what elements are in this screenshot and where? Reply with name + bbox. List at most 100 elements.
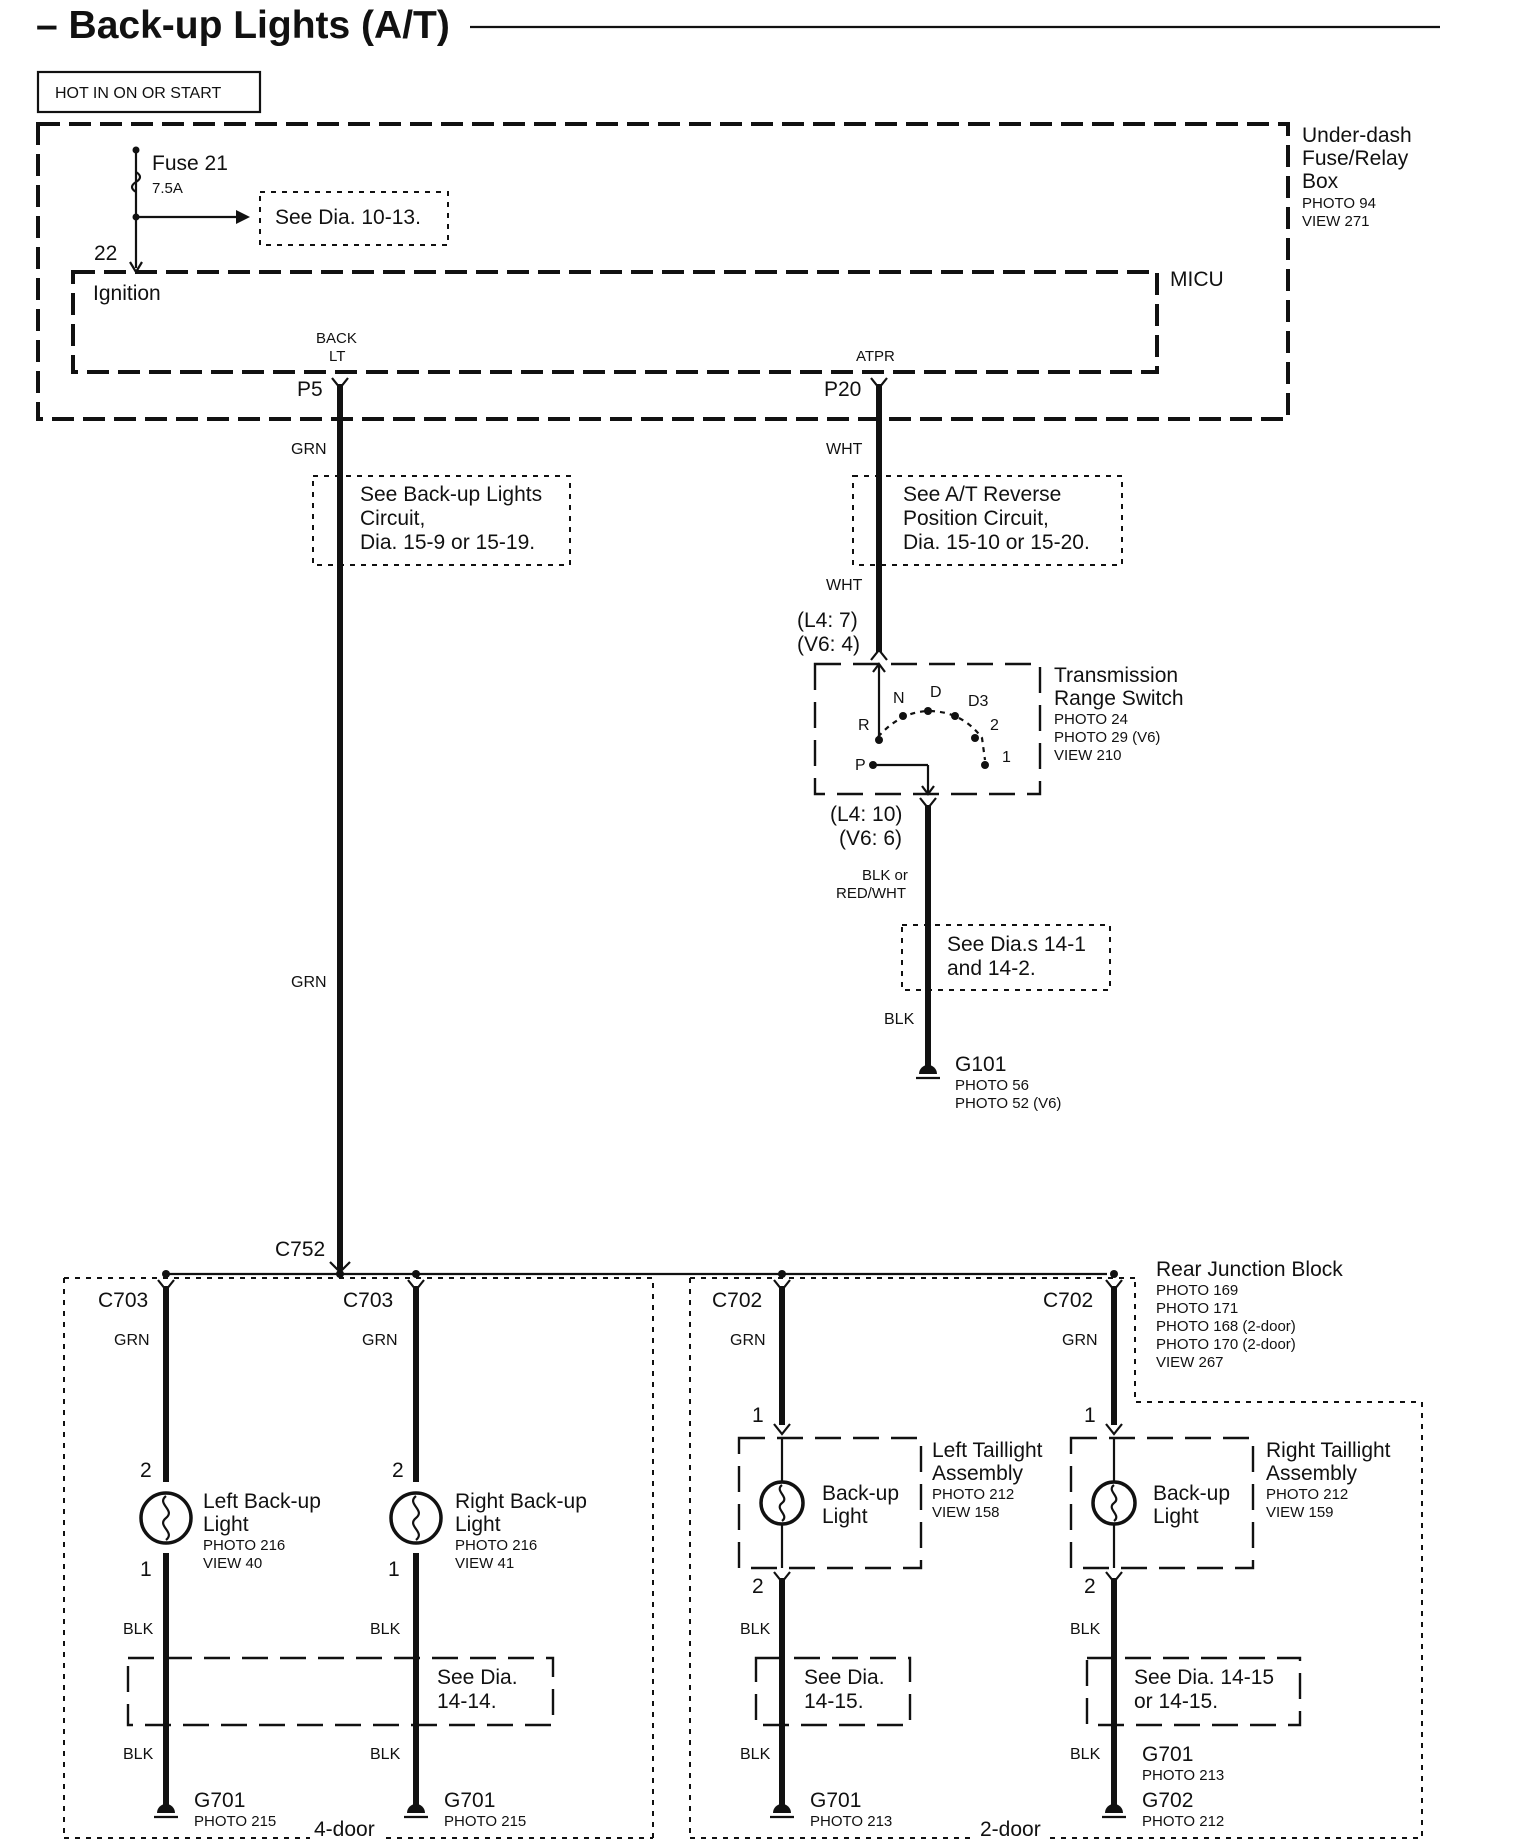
- trs-pin-in-2: (V6: 4): [797, 633, 860, 656]
- see-14-15-1: See Dia.: [804, 1666, 885, 1689]
- fuse-box-name-1: Under-dash: [1302, 124, 1412, 147]
- right-tail-pin-1: 1: [1084, 1404, 1096, 1427]
- trs-pos-2: 2: [990, 717, 999, 734]
- grn-label-right-tail: GRN: [1062, 1332, 1098, 1349]
- right-tail-g701-label: G701: [1142, 1743, 1193, 1766]
- grn-label-mid: GRN: [291, 974, 327, 991]
- right-backup-ref-1: PHOTO 216: [455, 1537, 537, 1554]
- blk-label-left-1: BLK: [123, 1621, 154, 1638]
- four-door-label: 4-door: [314, 1818, 375, 1841]
- grn-label-top: GRN: [291, 441, 327, 458]
- trs-pin-out-2: (V6: 6): [839, 827, 902, 850]
- trs-contact-d: [924, 707, 932, 715]
- c703-right-node: [412, 1270, 420, 1278]
- g101-ref-1: PHOTO 56: [955, 1077, 1029, 1094]
- c703-left-label: C703: [98, 1289, 148, 1312]
- fuse-21: Fuse 21 7.5A See Dia. 10-13. 22: [94, 146, 449, 275]
- g101-label: G101: [955, 1053, 1006, 1076]
- see-10-13-text: See Dia. 10-13.: [275, 206, 421, 229]
- branch-right-taillight: C702 GRN 1 Back-up Light Right Taillight…: [1043, 1270, 1391, 1830]
- left-tail-inner-1: Back-up: [822, 1482, 899, 1505]
- see-reverse-circuit-1: See A/T Reverse: [903, 483, 1061, 506]
- branch-arrow-icon: [236, 210, 250, 224]
- left-taillight-ref-1: PHOTO 212: [932, 1486, 1014, 1503]
- left-tail-ground-ref: PHOTO 213: [810, 1813, 892, 1830]
- see-14-14-1: See Dia.: [437, 1666, 518, 1689]
- right-tail-pin-2: 2: [1084, 1575, 1096, 1598]
- c752-node: [336, 1270, 344, 1278]
- left-pin-2: 2: [140, 1459, 152, 1482]
- p20-label: P20: [824, 378, 861, 401]
- left-tail-ground-label: G701: [810, 1789, 861, 1812]
- atpr-label: ATPR: [856, 348, 895, 365]
- see-dias-14-2: and 14-2.: [947, 957, 1036, 980]
- trs-in-connector-icon: [870, 648, 888, 661]
- left-backup-name-1: Left Back-up: [203, 1490, 321, 1513]
- c702-right-label: C702: [1043, 1289, 1093, 1312]
- c752-label: C752: [275, 1238, 325, 1261]
- c702-right-node: [1110, 1270, 1118, 1278]
- see-backup-circuit-box: [312, 475, 571, 566]
- right-taillight-ref-1: PHOTO 212: [1266, 1486, 1348, 1503]
- g101-ref-2: PHOTO 52 (V6): [955, 1095, 1061, 1112]
- ignition-label: Ignition: [93, 282, 161, 305]
- see-reverse-circuit-3: Dia. 15-10 or 15-20.: [903, 531, 1090, 554]
- left-tail-inner-2: Light: [822, 1505, 868, 1528]
- right-taillight-name-1: Right Taillight: [1266, 1439, 1391, 1462]
- trs-contact-2: [971, 734, 979, 742]
- fuse-relay-box-outline: [36, 122, 1290, 421]
- blk-or-label: BLK or: [862, 867, 908, 884]
- micu-label: MICU: [1170, 268, 1224, 291]
- see-14-15-box: [754, 1656, 912, 1727]
- right-backup-ref-2: VIEW 41: [455, 1555, 514, 1572]
- c702-left-label: C702: [712, 1289, 762, 1312]
- trs-contact-n: [899, 712, 907, 720]
- rear-junction-ref-1: PHOTO 169: [1156, 1282, 1238, 1299]
- branch-right-backup: C703 GRN 2 Right Back-up Light PHOTO 216…: [343, 1270, 587, 1830]
- branch-left-taillight: C702 GRN 1 Back-up Light Left Taillight …: [712, 1270, 1043, 1830]
- right-ground-ref: PHOTO 215: [444, 1813, 526, 1830]
- right-tail-ground-icon: [1105, 1804, 1123, 1813]
- trs-name-1: Transmission: [1054, 664, 1178, 687]
- wht-label-top: WHT: [826, 441, 863, 458]
- rear-junction-ref-2: PHOTO 171: [1156, 1300, 1238, 1317]
- right-pin-1: 1: [388, 1558, 400, 1581]
- c702-left-node: [778, 1270, 786, 1278]
- right-taillight-ref-2: VIEW 159: [1266, 1504, 1334, 1521]
- right-ground-icon: [407, 1804, 425, 1813]
- trs-pin-out-1: (L4: 10): [830, 803, 902, 826]
- fuse-box-name-2: Fuse/Relay: [1302, 147, 1409, 170]
- see-backup-circuit-1: See Back-up Lights: [360, 483, 542, 506]
- left-tail-pin-1: 1: [752, 1404, 764, 1427]
- left-backup-ref-2: VIEW 40: [203, 1555, 262, 1572]
- trs-pos-r: R: [858, 717, 870, 734]
- right-tail-filament-icon: [1110, 1484, 1118, 1522]
- right-bulb-icon: [389, 1491, 443, 1545]
- blk-label-right-tail-2: BLK: [1070, 1746, 1101, 1763]
- rear-junction-ref-4: PHOTO 170 (2-door): [1156, 1336, 1296, 1353]
- diagram-title: – Back-up Lights (A/T): [36, 4, 450, 47]
- fuse-relay-box-label: Under-dash Fuse/Relay Box PHOTO 94 VIEW …: [1302, 124, 1412, 230]
- see-backup-circuit-2: Circuit,: [360, 507, 425, 530]
- left-backup-ref-1: PHOTO 216: [203, 1537, 285, 1554]
- blk-label-right-1: BLK: [370, 1621, 401, 1638]
- left-tail-filament-icon: [778, 1484, 786, 1522]
- see-14-15-or-2: or 14-15.: [1134, 1690, 1218, 1713]
- back-lt-label-2: LT: [329, 348, 345, 365]
- right-tail-g702-ref: PHOTO 212: [1142, 1813, 1224, 1830]
- left-taillight-name-2: Assembly: [932, 1462, 1024, 1485]
- left-tail-in-connector-icon: [773, 1423, 791, 1436]
- blk-label-left-tail-1: BLK: [740, 1621, 771, 1638]
- left-ground-label: G701: [194, 1789, 245, 1812]
- right-tail-inner-2: Light: [1153, 1505, 1199, 1528]
- right-taillight-name-2: Assembly: [1266, 1462, 1358, 1485]
- right-pin-2: 2: [392, 1459, 404, 1482]
- micu-outline: [71, 270, 1159, 374]
- see-14-15-2: 14-15.: [804, 1690, 864, 1713]
- see-14-15-or-1: See Dia. 14-15: [1134, 1666, 1274, 1689]
- trs-pos-d: D: [930, 684, 942, 701]
- left-bulb-icon: [139, 1491, 193, 1545]
- fuse-icon: [130, 171, 142, 193]
- c703-right-label: C703: [343, 1289, 393, 1312]
